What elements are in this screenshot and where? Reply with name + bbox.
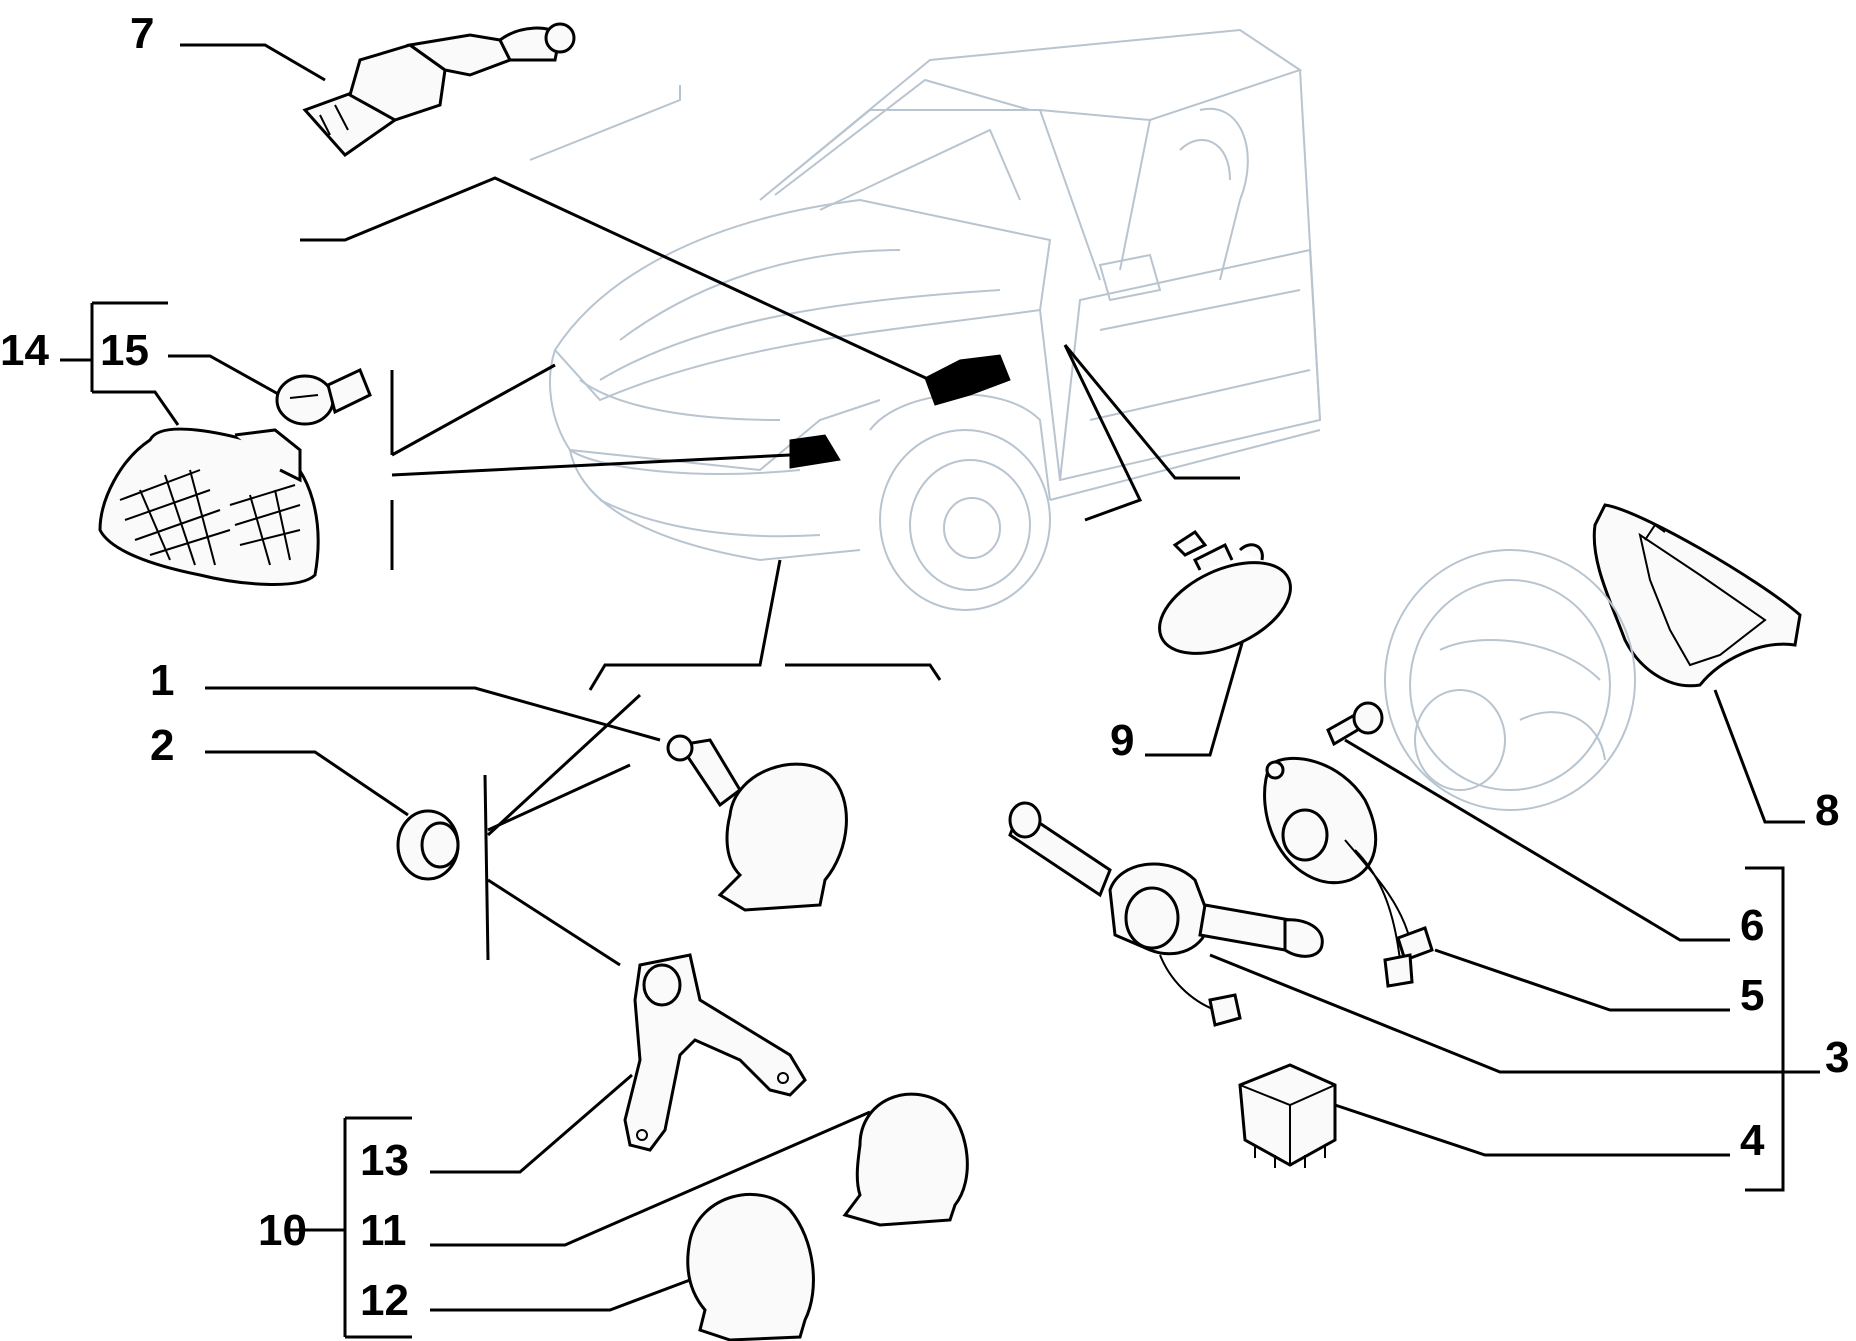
bulb-part <box>275 367 372 426</box>
steering-wheel-part <box>1384 549 1636 811</box>
callout-5: 5 <box>1740 971 1764 1020</box>
callout-7: 7 <box>130 9 154 58</box>
callout-4: 4 <box>1740 1116 1765 1165</box>
callout-numbers: 7 14 15 1 2 9 8 6 5 3 4 13 10 11 12 <box>0 9 1849 1325</box>
callout-8: 8 <box>1815 786 1839 835</box>
callout-1: 1 <box>150 656 174 705</box>
ignition-location-mark <box>924 354 1011 406</box>
callout-10: 10 <box>258 1206 307 1255</box>
callout-12: 12 <box>360 1276 409 1325</box>
airbag-cover-part <box>1592 503 1802 688</box>
car-highlights <box>789 354 1011 469</box>
callout-11: 11 <box>360 1206 407 1255</box>
horn-part <box>666 734 848 912</box>
turn-signal-location-mark <box>789 434 841 469</box>
callout-9: 9 <box>1110 716 1134 765</box>
callout-2: 2 <box>150 721 174 770</box>
horn-bracket-part <box>623 953 807 1152</box>
car-outline <box>529 28 1322 611</box>
callout-13: 13 <box>360 1136 409 1185</box>
horn-part <box>686 1193 815 1341</box>
clock-spring-part <box>1263 757 1434 988</box>
callout-6: 6 <box>1740 901 1764 950</box>
callout-14: 14 <box>0 326 49 375</box>
ignition-switch-part <box>302 22 576 157</box>
horn-nut-part <box>396 809 460 881</box>
horn-part <box>842 1092 969 1227</box>
side-repeater-lamp-part <box>1158 529 1292 655</box>
front-turn-signal-lamp-part <box>98 427 320 586</box>
callout-15: 15 <box>100 326 149 375</box>
screw-part <box>1326 701 1384 747</box>
callout-3: 3 <box>1825 1033 1849 1082</box>
leader-lines <box>60 43 1820 1339</box>
relay-part <box>1238 1063 1337 1168</box>
steering-column-switch-part <box>1008 801 1324 1027</box>
